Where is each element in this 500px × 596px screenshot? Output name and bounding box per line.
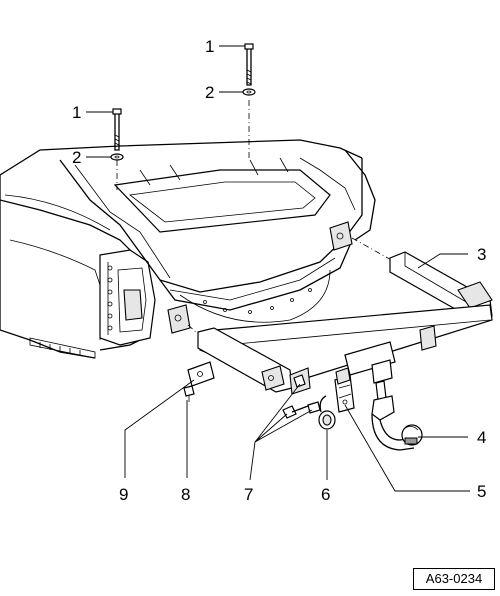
callout-8: 8	[181, 485, 190, 504]
callout-1-left: 1	[72, 103, 81, 122]
callout-3: 3	[477, 245, 486, 264]
tow-ball-neck	[371, 359, 423, 451]
bolt-left	[112, 108, 122, 151]
bolt-upper	[244, 43, 254, 86]
callout-2-left: 2	[72, 148, 81, 167]
leader-lines	[86, 45, 470, 492]
callout-1-upper: 1	[205, 37, 214, 56]
callout-5: 5	[477, 482, 486, 501]
vehicle-rear-body	[0, 139, 376, 359]
callout-9: 9	[119, 485, 128, 504]
callout-labels: 1 2 1 2 3 4 5 6 7 8 9	[72, 37, 486, 504]
callout-2-upper: 2	[205, 83, 214, 102]
figure-reference-code: A63-0234	[413, 568, 495, 590]
callout-4: 4	[477, 428, 486, 447]
bracket-plate	[187, 361, 215, 387]
mounting-bolts	[282, 374, 321, 419]
washer-upper	[242, 88, 256, 96]
tow-bar-cross-member	[197, 251, 493, 395]
socket-holder	[334, 367, 355, 413]
callout-6: 6	[321, 485, 330, 504]
nut	[183, 385, 195, 402]
callout-7: 7	[244, 485, 253, 504]
washer-left	[110, 153, 124, 161]
electrical-socket	[318, 395, 336, 430]
